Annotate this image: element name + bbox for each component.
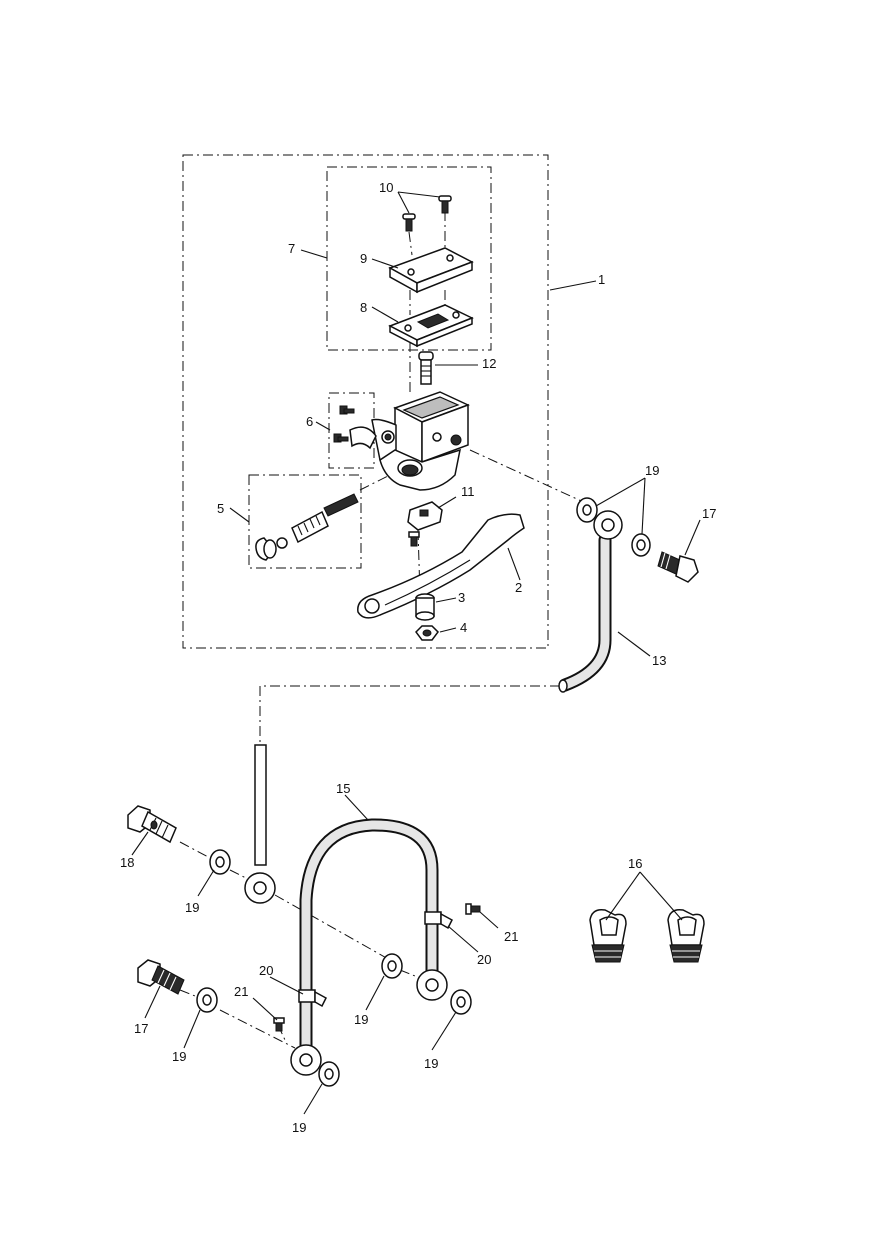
master-cylinder-body bbox=[371, 391, 470, 491]
callout-1: 1 bbox=[598, 272, 605, 287]
part-21-clip-screws bbox=[273, 903, 481, 1032]
part-11-brake-light-switch bbox=[407, 501, 443, 547]
leader-lines bbox=[131, 191, 701, 1115]
callout-15: 15 bbox=[336, 781, 350, 796]
callout-3: 3 bbox=[458, 590, 465, 605]
callout-6: 6 bbox=[306, 414, 313, 429]
callout-18: 18 bbox=[120, 855, 134, 870]
part-2-brake-lever bbox=[357, 513, 525, 619]
callout-17-upper: 17 bbox=[702, 506, 716, 521]
part-9-reservoir-cap bbox=[388, 247, 474, 294]
callout-19-lower-right: 19 bbox=[424, 1056, 438, 1071]
callout-4: 4 bbox=[460, 620, 467, 635]
callout-21-left: 21 bbox=[234, 984, 248, 999]
washers-19-upper bbox=[576, 497, 651, 557]
part-16-grommets bbox=[589, 908, 705, 963]
kit-box-7 bbox=[326, 166, 492, 351]
callout-10: 10 bbox=[379, 180, 393, 195]
part-13-brake-hose-upper bbox=[558, 510, 623, 693]
part-6-handlebar-clamp bbox=[333, 405, 377, 450]
callout-13: 13 bbox=[652, 653, 666, 668]
callout-labels: 1 2 3 4 5 6 7 8 9 10 11 12 13 15 16 17 1… bbox=[120, 180, 716, 1135]
part-20-hose-clips bbox=[298, 911, 453, 1008]
part-8-diaphragm bbox=[388, 304, 474, 348]
callout-7: 7 bbox=[288, 241, 295, 256]
lower-hose-rigid-pipe bbox=[244, 744, 276, 904]
callout-9: 9 bbox=[360, 251, 367, 266]
part-10-reservoir-cap-screws bbox=[402, 195, 452, 232]
part-12-pivot-bolt bbox=[418, 351, 434, 385]
callout-20-right: 20 bbox=[477, 952, 491, 967]
callout-19-center: 19 bbox=[354, 1012, 368, 1027]
callout-12: 12 bbox=[482, 356, 496, 371]
callout-5: 5 bbox=[217, 501, 224, 516]
part-4-lever-nut bbox=[415, 625, 439, 641]
alignment-lines bbox=[179, 211, 591, 1049]
part-17-banjo-bolt-upper bbox=[657, 551, 699, 583]
washers-19-lower bbox=[196, 849, 472, 1087]
callout-8: 8 bbox=[360, 300, 367, 315]
callout-16: 16 bbox=[628, 856, 642, 871]
callout-2: 2 bbox=[515, 580, 522, 595]
part-15-brake-hose-lower bbox=[290, 818, 448, 1076]
callout-21-right: 21 bbox=[504, 929, 518, 944]
callout-11: 11 bbox=[461, 484, 475, 499]
callout-19-bottom: 19 bbox=[292, 1120, 306, 1135]
callout-20-left: 20 bbox=[259, 963, 273, 978]
callout-19-left: 19 bbox=[185, 900, 199, 915]
callout-19-upper: 19 bbox=[645, 463, 659, 478]
callout-17-lower: 17 bbox=[134, 1021, 148, 1036]
callout-19-lower-left: 19 bbox=[172, 1049, 186, 1064]
assembly-box-1 bbox=[182, 154, 549, 649]
part-3-lever-bolt bbox=[415, 593, 435, 621]
part-5-piston-kit bbox=[255, 493, 359, 561]
part-17-banjo-bolt-lower bbox=[137, 959, 185, 995]
part-18-banjo-bolt bbox=[127, 805, 177, 844]
